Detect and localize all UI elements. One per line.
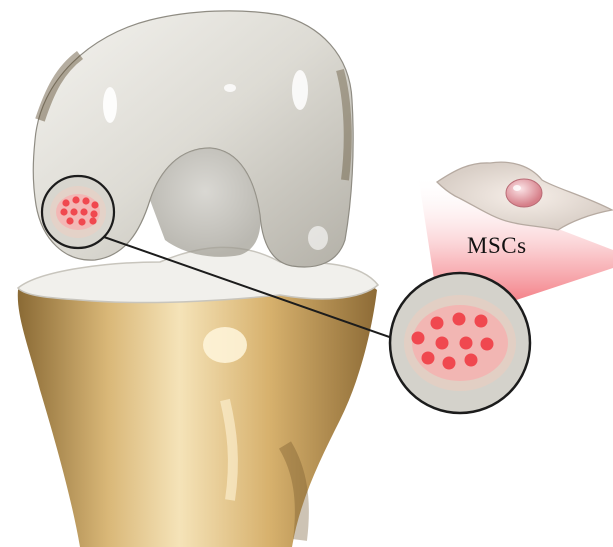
cell-dot — [412, 332, 425, 345]
cell-dot — [60, 208, 67, 215]
cell-dot — [91, 201, 98, 208]
cell-dot — [78, 218, 85, 225]
cell-dot — [460, 337, 473, 350]
defect-small-circle — [42, 176, 114, 248]
magnifier-icon — [390, 273, 530, 413]
cell-dot — [90, 210, 97, 217]
cell-dot — [80, 208, 87, 215]
cell-dot — [465, 354, 478, 367]
cell-dot — [70, 208, 77, 215]
cell-dot — [66, 217, 73, 224]
cell-dot — [443, 357, 456, 370]
cell-dot — [82, 197, 89, 204]
tibia-icon — [18, 268, 377, 547]
cell-dot — [453, 313, 466, 326]
cell-dot — [475, 315, 488, 328]
cell-dot — [89, 217, 96, 224]
cell-dot — [62, 199, 69, 206]
cell-dot — [431, 317, 444, 330]
cell-dot — [422, 352, 435, 365]
cell-dot — [436, 337, 449, 350]
cell-dot — [481, 338, 494, 351]
cell-dot — [72, 196, 79, 203]
msc-label: MSCs — [467, 233, 527, 259]
